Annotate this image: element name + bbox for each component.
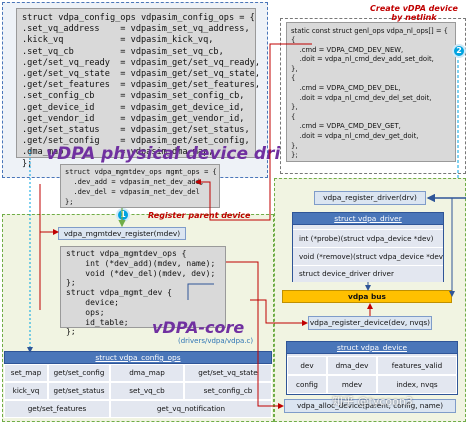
- config-ops-code: struct vdpa_config_ops vdpasim_config_op…: [22, 13, 260, 170]
- core-path: (drivers/vdpa/vdpa.c): [178, 337, 254, 345]
- vdpa-device-field: dma_dev: [327, 356, 377, 375]
- config-ops-line: .set_vq_address = vdpasim_set_vq_address…: [22, 24, 250, 35]
- watermark: 知乎 @tycoon3: [332, 395, 413, 408]
- genl-ops-line: .doit = vdpa_nl_cmd_dev_get_doit,: [291, 131, 419, 140]
- vdpa-device-field: config: [287, 375, 327, 394]
- core-code-line: void (*dev_del)(mdev, dev);: [66, 268, 216, 278]
- config-ops-line: struct vdpa_config_ops vdpasim_config_op…: [22, 13, 255, 23]
- step-2-badge: 2: [452, 44, 466, 58]
- config-ops-code-box: struct vdpa_config_ops vdpasim_config_op…: [16, 8, 260, 169]
- vdpa-driver-field: int (*probe)(struct vdpa_device *dev): [293, 229, 443, 248]
- core-code-line: };: [66, 327, 76, 337]
- vdpa-driver-title: struct vdpa_driver: [292, 212, 444, 225]
- config-ops-line: .get/set_status = vdpasim_get/set_status…: [22, 125, 250, 136]
- vdpa-device-field: features_valid: [377, 356, 457, 375]
- register-parent-label: Register parent device: [148, 211, 251, 220]
- alloc-device-box: vdpa_alloc_device(parent, config, name): [284, 399, 456, 413]
- config-ops-line: .get/set_features = vdpasim_get/set_feat…: [22, 80, 260, 91]
- config-ops-line: .dma_map = vdpasim_dma_map,: [22, 147, 214, 158]
- core-code-line: id_table;: [66, 317, 129, 327]
- vdpa-driver-struct: struct vdpa_driver int (*probe)(struct v…: [292, 212, 444, 282]
- mgmtdev-register-box: vdpa_mgmtdev_register(mdev): [58, 227, 186, 240]
- config-op-cell: set_vq_cb: [110, 382, 184, 400]
- config-ops-line: .get_vendor_id = vdpasim_get_vendor_id,: [22, 113, 245, 124]
- step-1-badge: 1: [116, 208, 130, 222]
- register-device-box: vdpa_register_device(dev, nvqs): [308, 316, 432, 330]
- genl-ops-header: static const struct genl_ops vdpa_nl_ops…: [291, 27, 448, 35]
- core-code-line: ops;: [66, 307, 105, 317]
- config-ops-line: .get/set_vq_ready = vdpasim_get/set_vq_r…: [22, 57, 260, 68]
- config-op-cell: get/set_vq_state: [184, 364, 272, 382]
- genl-ops-line: {: [291, 36, 296, 44]
- core-code-line: device;: [66, 297, 119, 307]
- core-title: vDPA-core: [152, 318, 245, 337]
- config-ops-line: };: [22, 158, 33, 169]
- register-driver-box: vdpa_register_driver(drv): [314, 191, 426, 205]
- vdpa-bus: vdpa bus: [282, 290, 452, 303]
- core-code-box: struct vdpa_mgmtdev_ops { int (*dev_add)…: [60, 246, 226, 336]
- config-op-cell: get/set_status: [48, 382, 110, 400]
- config-op-cell: dma_map: [110, 364, 184, 382]
- config-op-cell: set_config_cb: [184, 382, 272, 400]
- genl-ops-line: },: [291, 141, 298, 150]
- config-op-cell: set_map: [4, 364, 48, 382]
- config-op-cell: get/set_config: [48, 364, 110, 382]
- config-ops-line: .kick_vq = vdpasim_kick_vq,: [22, 35, 214, 46]
- physical-driver-title: vDPA physical device driver: [46, 144, 312, 164]
- vdpa-device-struct: struct vdpa_device dev dma_dev features_…: [286, 341, 458, 395]
- config-ops-table: set_map get/set_config dma_map get/set_v…: [4, 364, 272, 418]
- core-code-line: struct vdpa_mgmt_dev {: [66, 288, 172, 298]
- mgmtdev-ops-line: struct vdpa_mgmtdev_ops mgmt_ops = {: [65, 168, 217, 176]
- vdpa-driver-field: void (*remove)(struct vdpa_device *dev): [293, 247, 443, 266]
- genl-ops-code: { .cmd = VDPA_CMD_DEV_NEW, .doit = vdpa_…: [291, 36, 451, 161]
- vdpa-device-field: index, nvqs: [377, 375, 457, 394]
- genl-ops-line: },: [291, 64, 298, 73]
- genl-ops-line: .cmd = VDPA_CMD_DEV_GET,: [291, 122, 401, 131]
- mgmtdev-ops-line: .dev_del = vdpasim_net_dev_del: [65, 188, 200, 196]
- config-ops-table-title: struct vdpa_config_ops: [4, 351, 272, 364]
- genl-ops-line: };: [291, 151, 298, 160]
- config-op-cell: get_vq_notification: [110, 400, 272, 418]
- core-code-line: };: [66, 278, 76, 288]
- core-code-line: struct vdpa_mgmtdev_ops {: [66, 249, 187, 258]
- genl-ops-line: .cmd = VDPA_CMD_DEV_NEW,: [291, 45, 404, 54]
- vdpa-device-title: struct vdpa_device: [286, 341, 458, 354]
- core-code-line: int (*dev_add)(mdev, name);: [66, 258, 216, 268]
- genl-ops-box: static const struct genl_ops vdpa_nl_ops…: [286, 22, 456, 162]
- create-by-netlink-label: Create vDPA device by netlink: [370, 4, 458, 22]
- config-ops-line: .set_vq_cb = vdpasim_set_vq_cb,: [22, 46, 224, 57]
- genl-ops-line: {: [291, 112, 296, 121]
- mgmtdev-ops-line: };: [65, 198, 74, 206]
- genl-ops-line: },: [291, 103, 298, 112]
- genl-ops-line: .doit = vdpa_nl_cmd_dev_add_set_doit,: [291, 55, 434, 64]
- config-ops-line: .get/set_config = vdpasim_get/set_config…: [22, 136, 250, 147]
- mgmtdev-ops-code: struct vdpa_mgmtdev_ops mgmt_ops = { .de…: [65, 167, 217, 207]
- vdpa-device-field: dev: [287, 356, 327, 375]
- config-ops-line: .get/set_vq_state = vdpasim_get/set_vq_s…: [22, 69, 260, 80]
- config-ops-line: .get_device_id = vdpasim_get_device_id,: [22, 102, 245, 113]
- config-ops-line: .set_config_cb = vdpasim_set_config_cb,: [22, 91, 245, 102]
- genl-ops-line: {: [291, 74, 296, 83]
- config-op-cell: kick_vq: [4, 382, 48, 400]
- mgmtdev-ops-line: .dev_add = vdpasim_net_dev_add,: [65, 178, 205, 186]
- genl-ops-line: .cmd = VDPA_CMD_DEV_DEL,: [291, 83, 401, 92]
- mgmtdev-ops-box: struct vdpa_mgmtdev_ops mgmt_ops = { .de…: [60, 164, 220, 208]
- core-code: struct vdpa_mgmtdev_ops { int (*dev_add)…: [66, 249, 220, 337]
- vdpa-driver-field: struct device_driver driver: [293, 265, 443, 282]
- genl-ops-line: .doit = vdpa_nl_cmd_dev_del_set_doit,: [291, 93, 432, 102]
- config-op-cell: get/set_features: [4, 400, 110, 418]
- vdpa-device-field: mdev: [327, 375, 377, 394]
